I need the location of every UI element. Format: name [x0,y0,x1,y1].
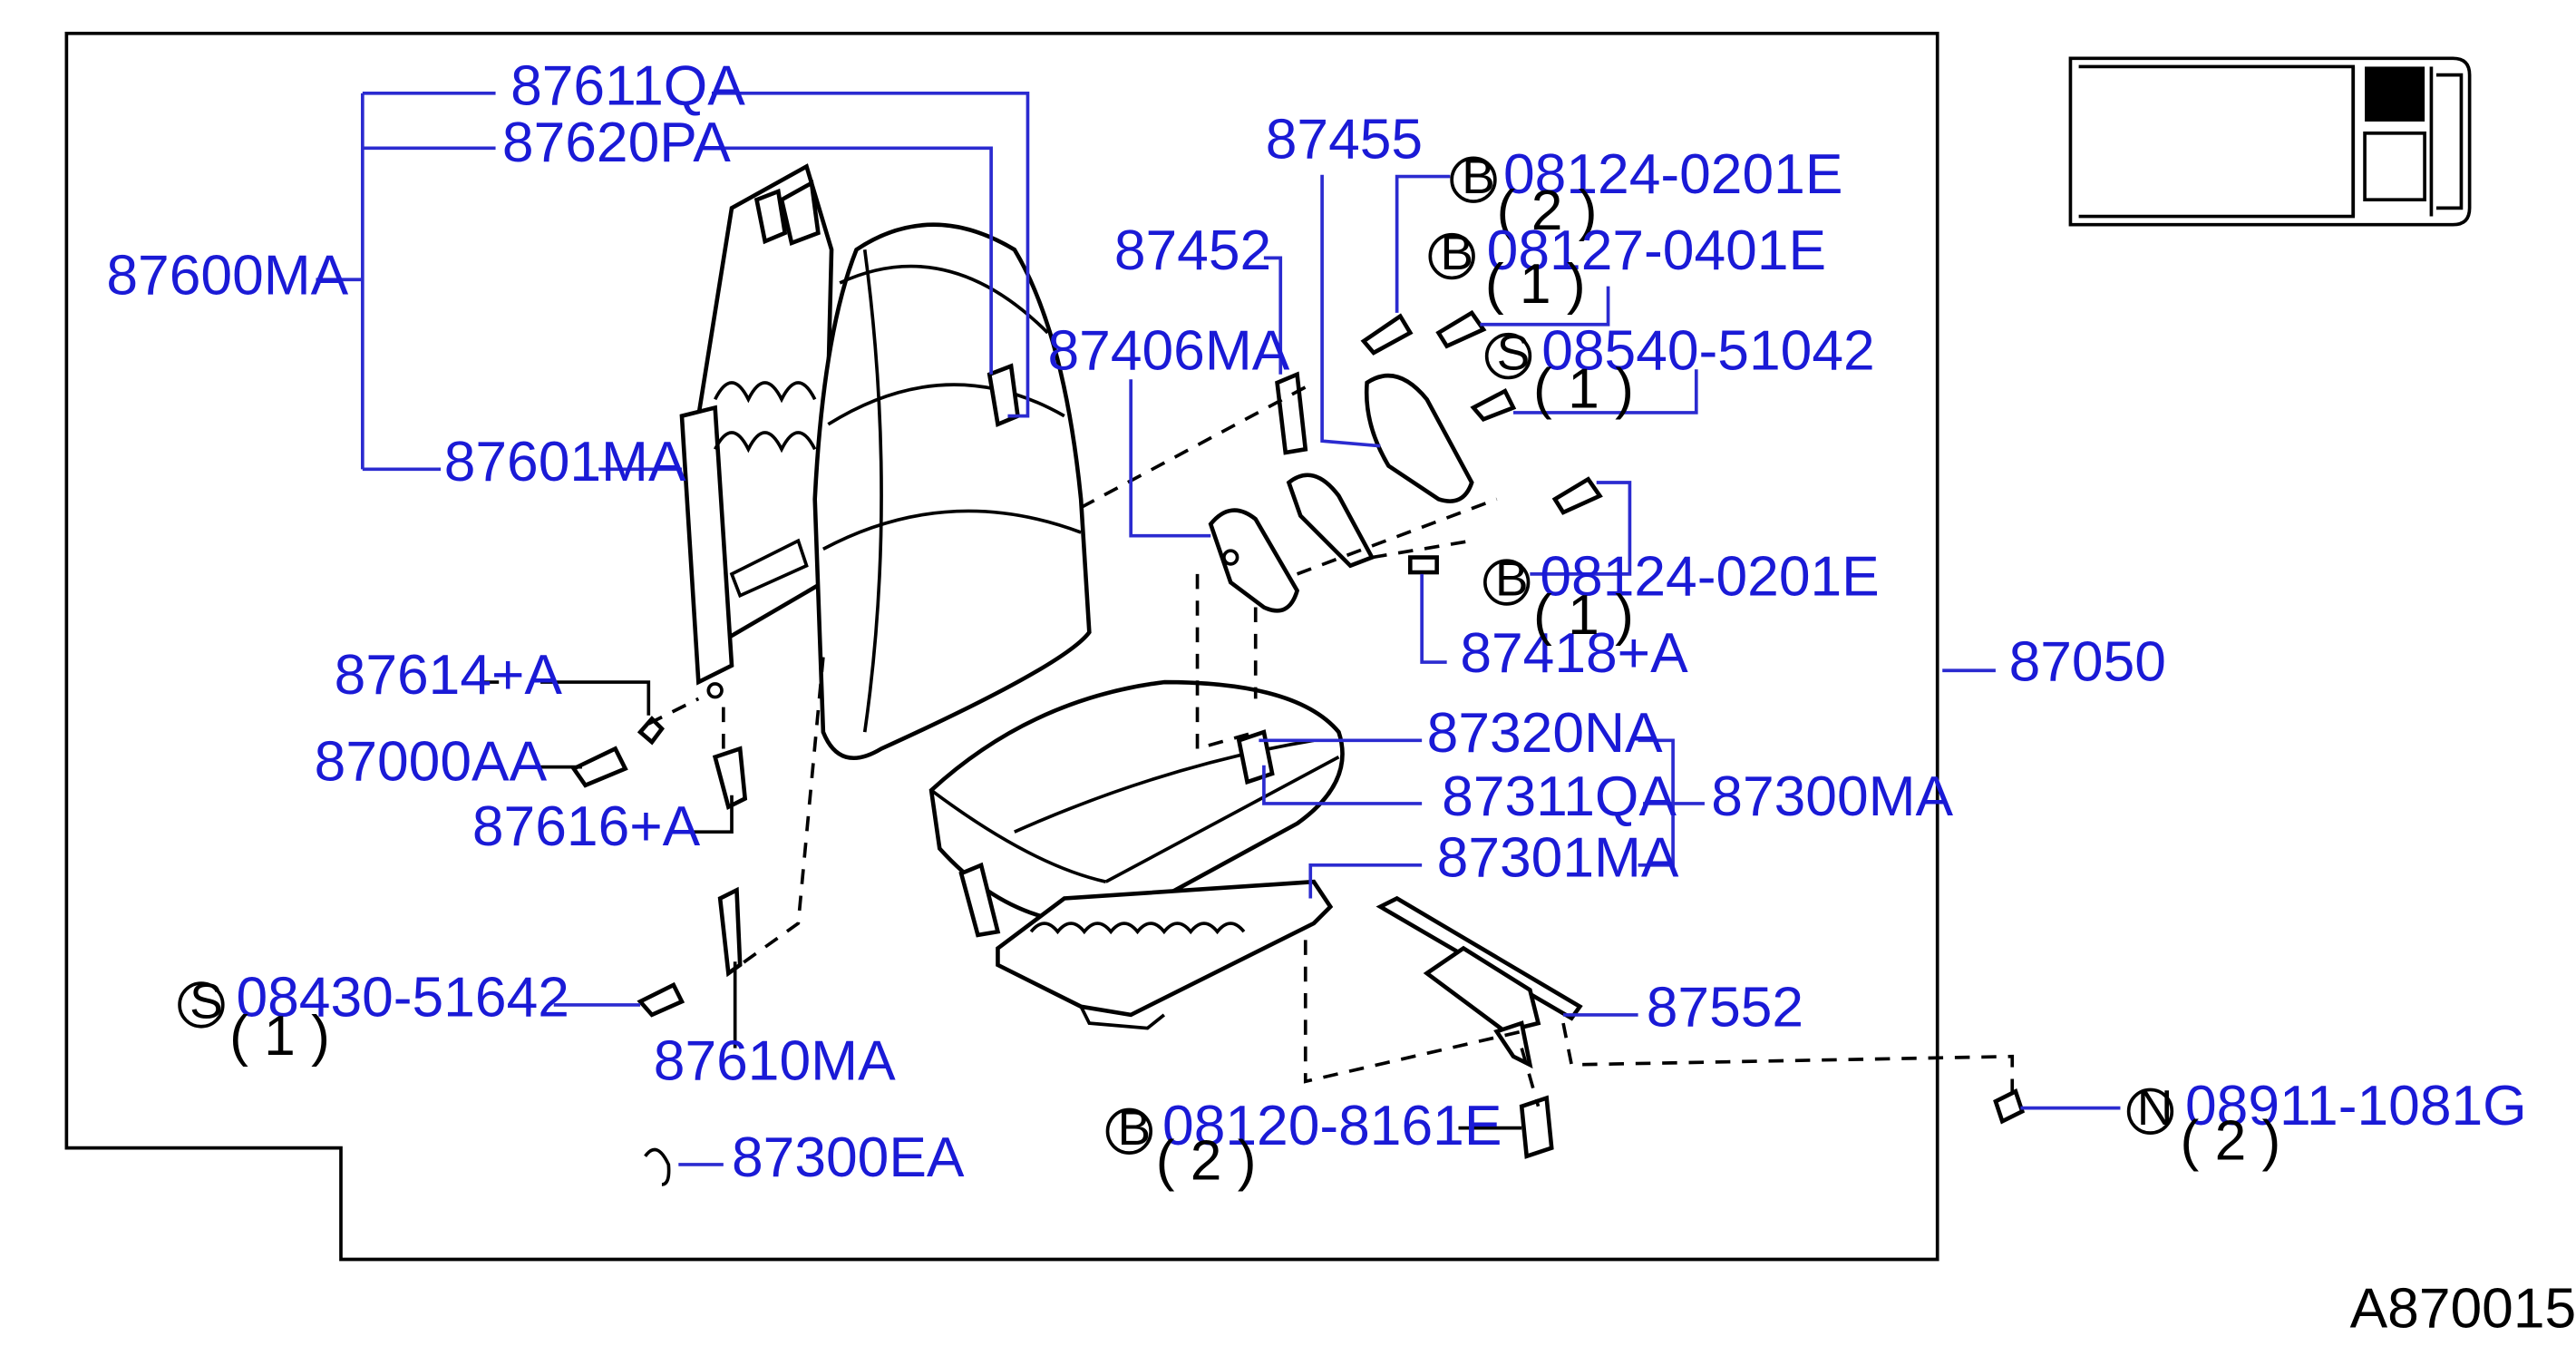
fastener-qty: ( 1 ) [1533,357,1634,420]
fastener-code: 08124-0201E [1540,546,1879,609]
slide-rail [1375,895,1583,1069]
fastener-code: 08540-51042 [1541,319,1874,382]
label-87601MA: 87601MA [444,431,686,493]
fastener-code: 08120-8161E [1162,1095,1502,1157]
seat-frame [958,862,1334,1030]
fastener-qty: ( 1 ) [1485,253,1586,316]
label-87611QA: 87611QA [510,55,745,118]
label-87300MA: 87300MA [1711,766,1953,828]
fastener-prefix: S [1497,324,1531,380]
fastener-qty: ( 1 ) [229,1005,330,1068]
fastener-f2: B 08127-0401E ( 1 ) [1428,219,1826,316]
label-87320NA: 87320NA [1427,702,1663,765]
leader-lines [316,91,2121,1166]
fastener-prefix: N [2137,1079,2173,1136]
label-87301MA: 87301MA [1437,827,1679,890]
fastener-prefix: B [1495,551,1529,607]
fastener-prefix: B [1440,224,1473,280]
fastener-code: 08127-0401E [1487,219,1826,282]
dashed-guides [647,381,2015,1107]
fastener-code: 08430-51642 [236,967,569,1029]
diagram-frame [64,31,1939,1262]
hardware-bolts [570,309,2026,1186]
label-87300EA: 87300EA [732,1127,965,1189]
recliner-parts [1208,371,1474,613]
label-87311QA: 87311QA [1442,766,1677,828]
fastener-prefix: S [190,973,223,1029]
label-87552: 87552 [1647,977,1803,1039]
label-87452: 87452 [1114,219,1271,282]
label-87616A: 87616+A [472,795,701,858]
seatback-frame [679,163,834,699]
label-87600MA: 87600MA [106,245,348,307]
fastener-f3: S 08540-51042 ( 1 ) [1484,319,1875,420]
fastener-f1: B 08124-0201E ( 2 ) [1450,143,1842,242]
fastener-f7: N 08911-1081G ( 2 ) [2126,1075,2527,1172]
fastener-code: 08124-0201E [1503,143,1842,206]
vehicle-locator-icon [2068,56,2472,227]
label-87614A: 87614+A [335,644,563,707]
fastener-prefix: B [1462,148,1495,204]
diagram-code: A8700153 [2350,1278,2576,1341]
label-87050: 87050 [2009,630,2166,693]
label-87455: 87455 [1266,108,1423,171]
label-87000AA: 87000AA [315,730,548,793]
fastener-prefix: B [1118,1099,1152,1156]
seatback-cushion [812,222,1092,761]
fastener-f5: S 08430-51642 ( 1 ) [178,967,569,1068]
fastener-qty: ( 1 ) [1533,584,1634,647]
fastener-qty: ( 2 ) [1156,1129,1257,1192]
label-87418A: 87418+A [1460,622,1688,685]
fastener-f4: B 08124-0201E ( 1 ) [1483,546,1880,647]
fastener-f6: B 08120-8161E ( 2 ) [1105,1095,1502,1192]
label-87620PA: 87620PA [502,112,731,174]
fastener-code: 08911-1081G [2185,1075,2527,1137]
label-87406MA: 87406MA [1047,319,1289,382]
fastener-qty: ( 2 ) [2180,1109,2280,1172]
fastener-qty: ( 2 ) [1497,180,1598,242]
label-87610MA: 87610MA [654,1029,896,1092]
